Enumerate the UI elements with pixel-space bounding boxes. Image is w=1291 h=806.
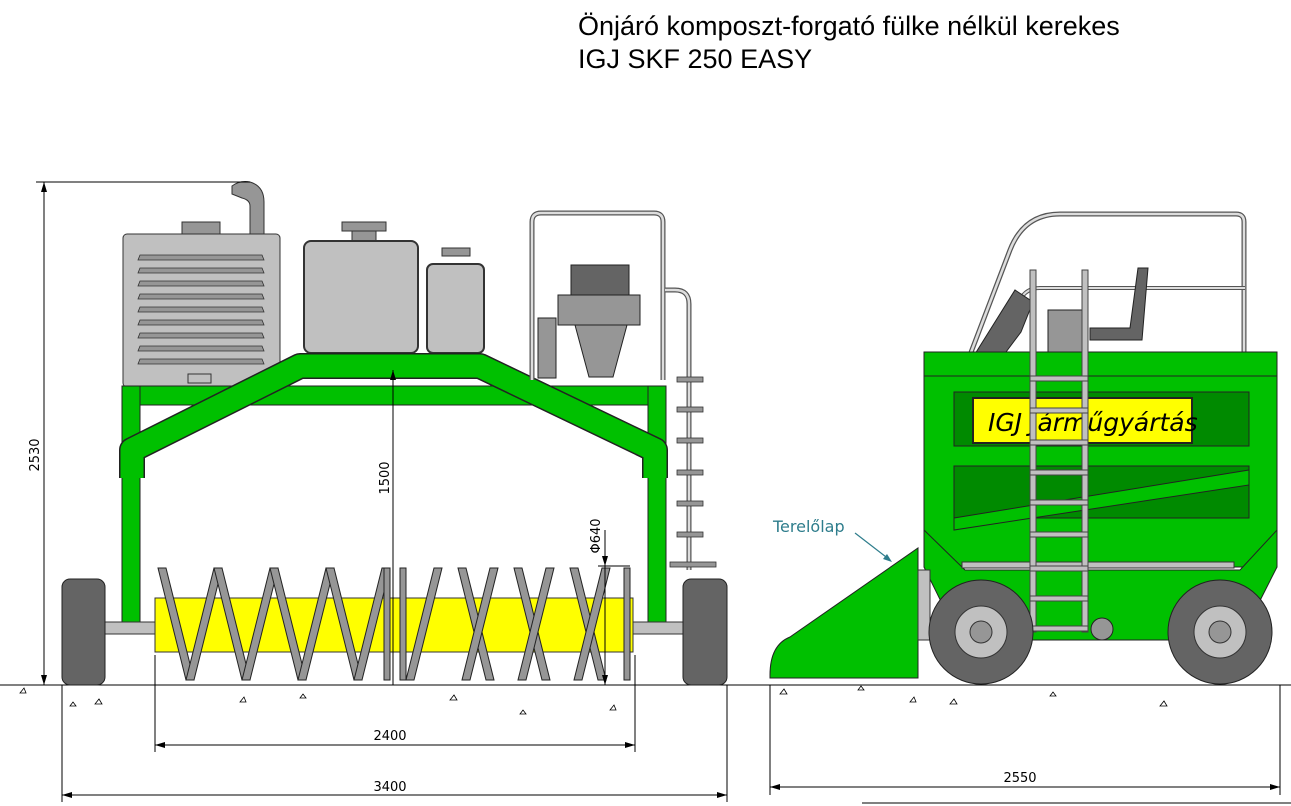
engine-handle: [187, 373, 212, 384]
engine-cap: [181, 221, 221, 235]
right-wheel: [682, 578, 728, 686]
ground-gravel: [19, 685, 1168, 715]
hydraulic-tank: [426, 263, 485, 354]
title-line-2: IGJ SKF 250 EASY: [578, 44, 813, 74]
dim-rotor-width: 2400: [373, 729, 406, 744]
rotor-flights: [157, 567, 631, 681]
side-ladder: [1029, 269, 1089, 633]
dim-rotor-diameter: Φ640: [589, 518, 604, 553]
small-tank-cap: [441, 247, 471, 257]
deflector-leader: [854, 532, 891, 561]
dim-clearance-height: 1500: [378, 461, 393, 494]
drawing-title: Önjáró komposzt-forgató fülke nélkül ker…: [578, 10, 1120, 76]
hopper-body: [923, 351, 1278, 568]
engine-louvers: [137, 254, 265, 365]
deflector-label: Terelőlap: [772, 517, 845, 536]
side-ladder-rungs: [669, 376, 717, 568]
fuel-tank: [303, 240, 419, 354]
side-view: IGJ Járműgyártás Terelőlap: [769, 211, 1278, 685]
dim-total-height: 2530: [28, 438, 43, 471]
front-view: [61, 181, 728, 686]
dimension-lines: [36, 181, 1291, 804]
side-front-wheel: [928, 579, 1034, 685]
side-pipe: [665, 287, 692, 570]
title-line-1: Önjáró komposzt-forgató fülke nélkül ker…: [578, 11, 1120, 41]
tank-neck: [351, 230, 377, 242]
tank-cap: [341, 221, 387, 232]
dim-length: 2550: [1003, 771, 1036, 786]
brand-sign-text: IGJ Járműgyártás: [988, 408, 1198, 437]
side-rear-wheel: [1167, 579, 1273, 685]
left-wheel: [61, 578, 106, 686]
seat: [570, 264, 630, 296]
deflector-plate: [769, 547, 919, 679]
dim-total-width: 3400: [373, 780, 406, 795]
frame: [119, 353, 668, 633]
side-seat: [1089, 267, 1149, 341]
control-lever: [537, 317, 557, 379]
